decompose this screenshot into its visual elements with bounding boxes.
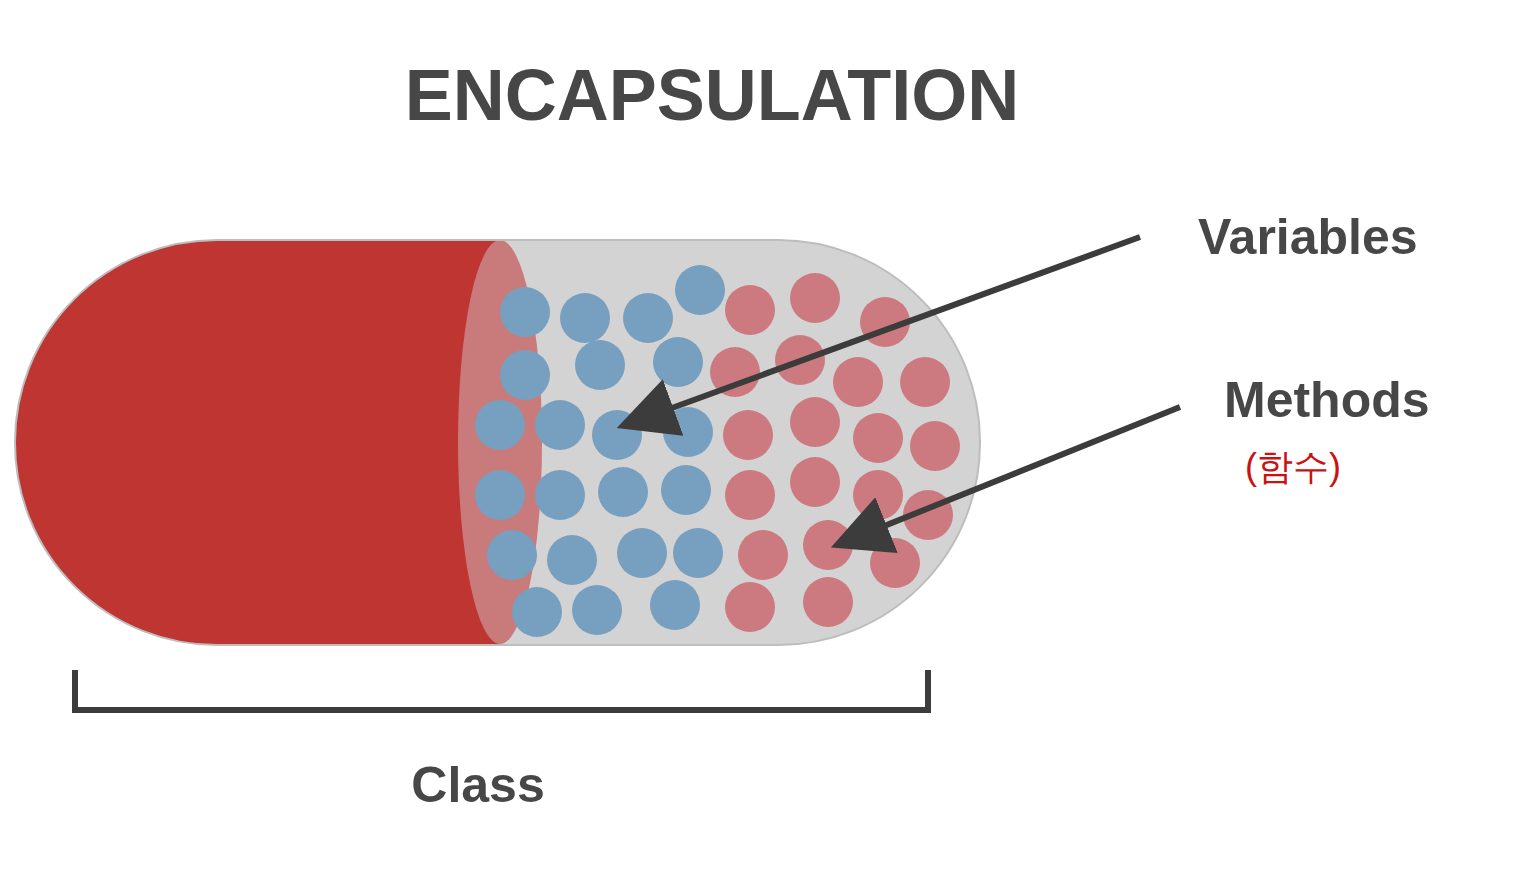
capsule-dot bbox=[803, 577, 853, 627]
capsule-dot bbox=[910, 421, 960, 471]
capsule-dot bbox=[853, 413, 903, 463]
capsule-dot bbox=[598, 467, 648, 517]
callout-label: Variables bbox=[1198, 212, 1418, 262]
capsule-dot bbox=[725, 285, 775, 335]
capsule-dot bbox=[512, 587, 562, 637]
capsule-dot bbox=[592, 410, 642, 460]
capsule-dot bbox=[790, 273, 840, 323]
callout-label: Methods bbox=[1224, 375, 1430, 425]
bracket-label: Class bbox=[411, 760, 544, 810]
capsule-dot bbox=[535, 400, 585, 450]
capsule-dot bbox=[900, 357, 950, 407]
capsule-dot bbox=[673, 528, 723, 578]
capsule-dot bbox=[870, 538, 920, 588]
capsule-dot bbox=[725, 470, 775, 520]
capsule-dot bbox=[723, 410, 773, 460]
capsule-dot bbox=[500, 287, 550, 337]
capsule-dot bbox=[803, 520, 853, 570]
capsule-dot bbox=[623, 293, 673, 343]
capsule-dot bbox=[560, 293, 610, 343]
capsule-dot bbox=[650, 580, 700, 630]
leader-arrow bbox=[628, 237, 1140, 424]
diagram-title: ENCAPSULATION bbox=[405, 59, 1020, 131]
capsule-outline bbox=[15, 240, 980, 645]
capsule-dot bbox=[617, 528, 667, 578]
leader-arrow bbox=[842, 407, 1180, 543]
capsule-dot bbox=[663, 407, 713, 457]
capsule-dot bbox=[535, 470, 585, 520]
handwritten-note: (함수) bbox=[1245, 449, 1341, 485]
capsule-dot bbox=[790, 457, 840, 507]
capsule-body bbox=[15, 240, 980, 645]
capsule-dot bbox=[572, 585, 622, 635]
capsule-dot bbox=[661, 465, 711, 515]
capsule-dot bbox=[475, 470, 525, 520]
capsule-dot bbox=[833, 357, 883, 407]
capsule-dot bbox=[500, 350, 550, 400]
capsule-dot bbox=[725, 582, 775, 632]
capsule-dot bbox=[487, 530, 537, 580]
capsule-dot bbox=[790, 397, 840, 447]
capsule-dot bbox=[738, 530, 788, 580]
capsule-dot bbox=[547, 535, 597, 585]
class-bracket bbox=[75, 670, 928, 710]
capsule-dot bbox=[675, 265, 725, 315]
capsule-dot bbox=[653, 337, 703, 387]
capsule-dot bbox=[853, 470, 903, 520]
capsule-dot bbox=[475, 400, 525, 450]
capsule-dot bbox=[575, 340, 625, 390]
